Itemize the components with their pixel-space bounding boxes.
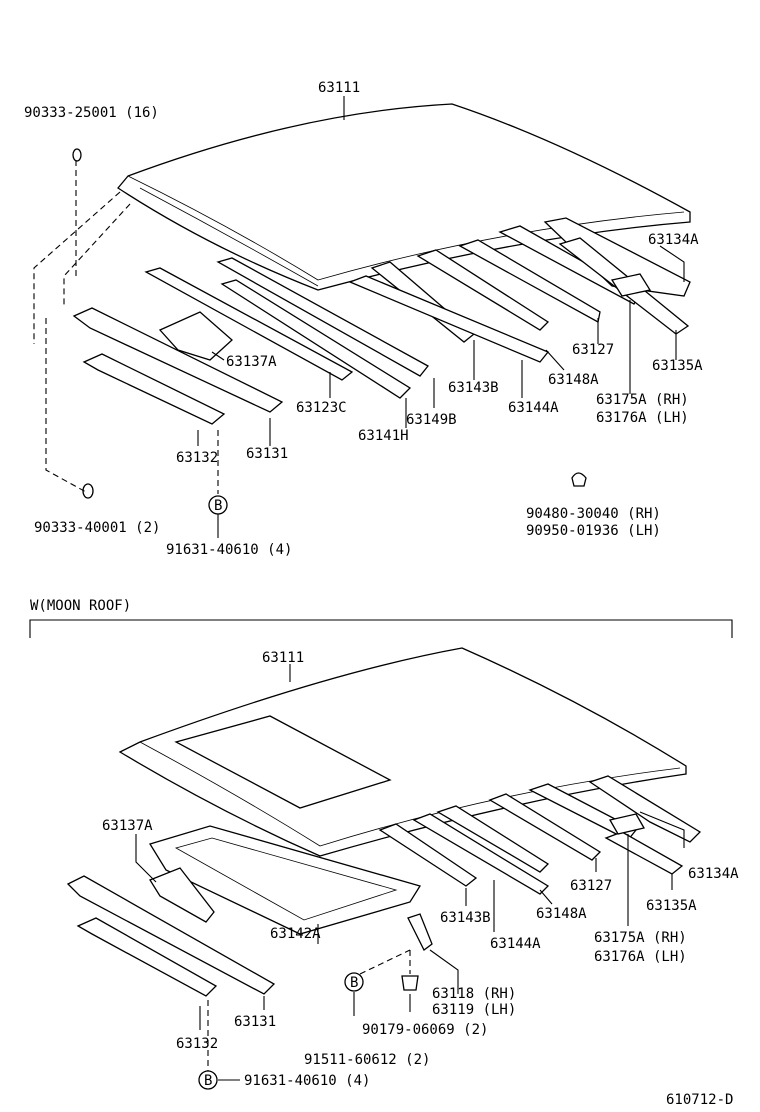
label-63131-bottom: 63131 [234,1014,276,1030]
label-63176A-bottom: 63176A (LH) [594,949,687,965]
label-63134A-bottom: 63134A [688,866,739,882]
label-63111-top: 63111 [318,80,360,96]
marker-b-top-letter: B [214,498,222,514]
label-63137A-bottom: 63137A [102,818,153,834]
label-63175A-bottom: 63175A (RH) [594,930,687,946]
label-63119: 63119 (LH) [432,1002,516,1018]
label-63132-bottom: 63132 [176,1036,218,1052]
roof-rails-right [348,217,691,363]
front-header-parts [72,257,429,425]
label-63111-bottom: 63111 [262,650,304,666]
label-63148A-bottom: 63148A [536,906,587,922]
label-63137A-top: 63137A [226,354,277,370]
marker-b-top [208,495,228,515]
label-63131-top: 63131 [246,446,288,462]
front-header-parts-bottom [66,867,276,997]
label-90333-40001: 90333-40001 (2) [34,520,160,536]
label-63134A-top: 63134A [648,232,699,248]
diagram-code: 610712-D [666,1092,733,1108]
label-63143B-bottom: 63143B [440,910,491,926]
roof-panel-63111 [117,103,691,291]
top-assembly [33,96,691,538]
label-63141H: 63141H [358,428,409,444]
label-90950: 90950-01936 (LH) [526,523,661,539]
bolt-90179 [401,975,419,991]
label-63132-top: 63132 [176,450,218,466]
label-63123C: 63123C [296,400,347,416]
label-63118: 63118 (RH) [432,986,516,1002]
sunroof-frame-63142A [149,825,422,935]
marker-b-bottom-2-letter: B [204,1073,212,1089]
bracket-63118 [407,913,433,951]
section-title-moon-roof: W(MOON ROOF) [30,598,131,614]
label-63144A-bottom: 63144A [490,936,541,952]
marker-b-bottom-1-letter: B [350,975,358,991]
label-63127-top: 63127 [572,342,614,358]
label-63149B: 63149B [406,412,457,428]
label-91631-top: 91631-40610 (4) [166,542,292,558]
label-63144A-top: 63144A [508,400,559,416]
section-bracket [29,619,733,638]
label-90333-25001: 90333-25001 (16) [24,105,159,121]
label-63175A-top: 63175A (RH) [596,392,689,408]
label-63135A-top: 63135A [652,358,703,374]
label-63148A-top: 63148A [548,372,599,388]
label-91511: 91511-60612 (2) [304,1052,430,1068]
label-90480: 90480-30040 (RH) [526,506,661,522]
marker-b-bottom-2 [198,1070,218,1090]
label-63143B-top: 63143B [448,380,499,396]
label-63176A-top: 63176A (LH) [596,410,689,426]
clip-90480 [571,472,587,487]
label-91631-bottom: 91631-40610 (4) [244,1073,370,1089]
clip-90333-25001 [72,148,82,162]
label-63127-bottom: 63127 [570,878,612,894]
label-63142A: 63142A [270,926,321,942]
roof-panel-63111-moonroof [118,647,687,857]
label-63135A-bottom: 63135A [646,898,697,914]
bottom-assembly [66,647,702,1090]
label-90179: 90179-06069 (2) [362,1022,488,1038]
clip-90333-40001 [82,483,94,499]
marker-b-bottom-1 [344,972,364,992]
